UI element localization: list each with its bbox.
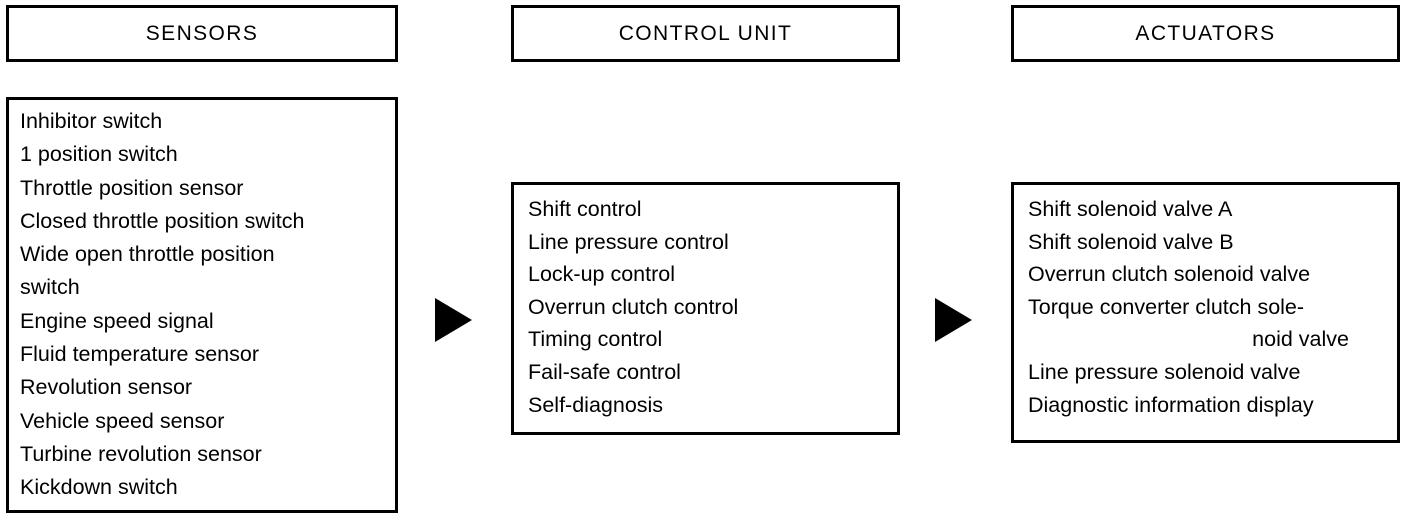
control-unit-header-label: CONTROL UNIT bbox=[618, 21, 793, 45]
sensors-list: Inhibitor switch 1 position switch Throt… bbox=[20, 105, 389, 505]
sensors-header-label: SENSORS bbox=[145, 21, 259, 45]
list-item: Kickdown switch bbox=[20, 475, 178, 500]
list-item: Fail-safe control bbox=[528, 359, 681, 384]
actuators-content-box: Shift solenoid valve A Shift solenoid va… bbox=[1011, 182, 1400, 443]
control-unit-header-box: CONTROL UNIT bbox=[511, 5, 900, 62]
list-item: Inhibitor switch bbox=[20, 109, 163, 133]
sensors-header-box: SENSORS bbox=[6, 5, 398, 62]
list-item: Throttle position sensor bbox=[20, 175, 244, 200]
list-item: Torque converter clutch sole- bbox=[1028, 294, 1305, 319]
sensors-content-box: Inhibitor switch 1 position switch Throt… bbox=[6, 97, 398, 513]
list-item: Lock-up control bbox=[528, 262, 675, 287]
list-item: Shift solenoid valve A bbox=[1028, 197, 1233, 221]
list-item: Revolution sensor bbox=[20, 375, 193, 400]
control-to-actuators-arrow bbox=[935, 298, 972, 342]
list-item: Closed throttle position switch bbox=[20, 208, 305, 233]
list-item: Wide open throttle position bbox=[20, 242, 275, 267]
list-item-continuation: noid valve bbox=[1252, 327, 1349, 352]
list-item: Turbine revolution sensor bbox=[20, 441, 262, 466]
list-item: Self-diagnosis bbox=[528, 392, 664, 417]
list-item: Timing control bbox=[528, 327, 663, 352]
actuators-header-label: ACTUATORS bbox=[1135, 21, 1276, 45]
list-item: Shift solenoid valve B bbox=[1028, 229, 1234, 254]
list-item: Diagnostic information display bbox=[1028, 392, 1314, 417]
list-item: Overrun clutch solenoid valve bbox=[1028, 262, 1311, 287]
list-item: Shift control bbox=[528, 197, 642, 221]
control-unit-content-box: Shift control Line pressure control Lock… bbox=[511, 182, 900, 435]
list-item: Line pressure control bbox=[528, 229, 729, 254]
list-item: Vehicle speed sensor bbox=[20, 408, 225, 433]
list-item-continuation: switch bbox=[20, 275, 80, 300]
actuators-list: Shift solenoid valve A Shift solenoid va… bbox=[1028, 193, 1391, 421]
list-item: Fluid temperature sensor bbox=[20, 342, 259, 367]
sensors-to-control-arrow bbox=[435, 298, 472, 342]
control-unit-list: Shift control Line pressure control Lock… bbox=[528, 193, 891, 421]
list-item: Overrun clutch control bbox=[528, 294, 739, 319]
list-item: Line pressure solenoid valve bbox=[1028, 359, 1301, 384]
list-item: 1 position switch bbox=[20, 142, 178, 167]
list-item: Engine speed signal bbox=[20, 308, 214, 333]
actuators-header-box: ACTUATORS bbox=[1011, 5, 1400, 62]
